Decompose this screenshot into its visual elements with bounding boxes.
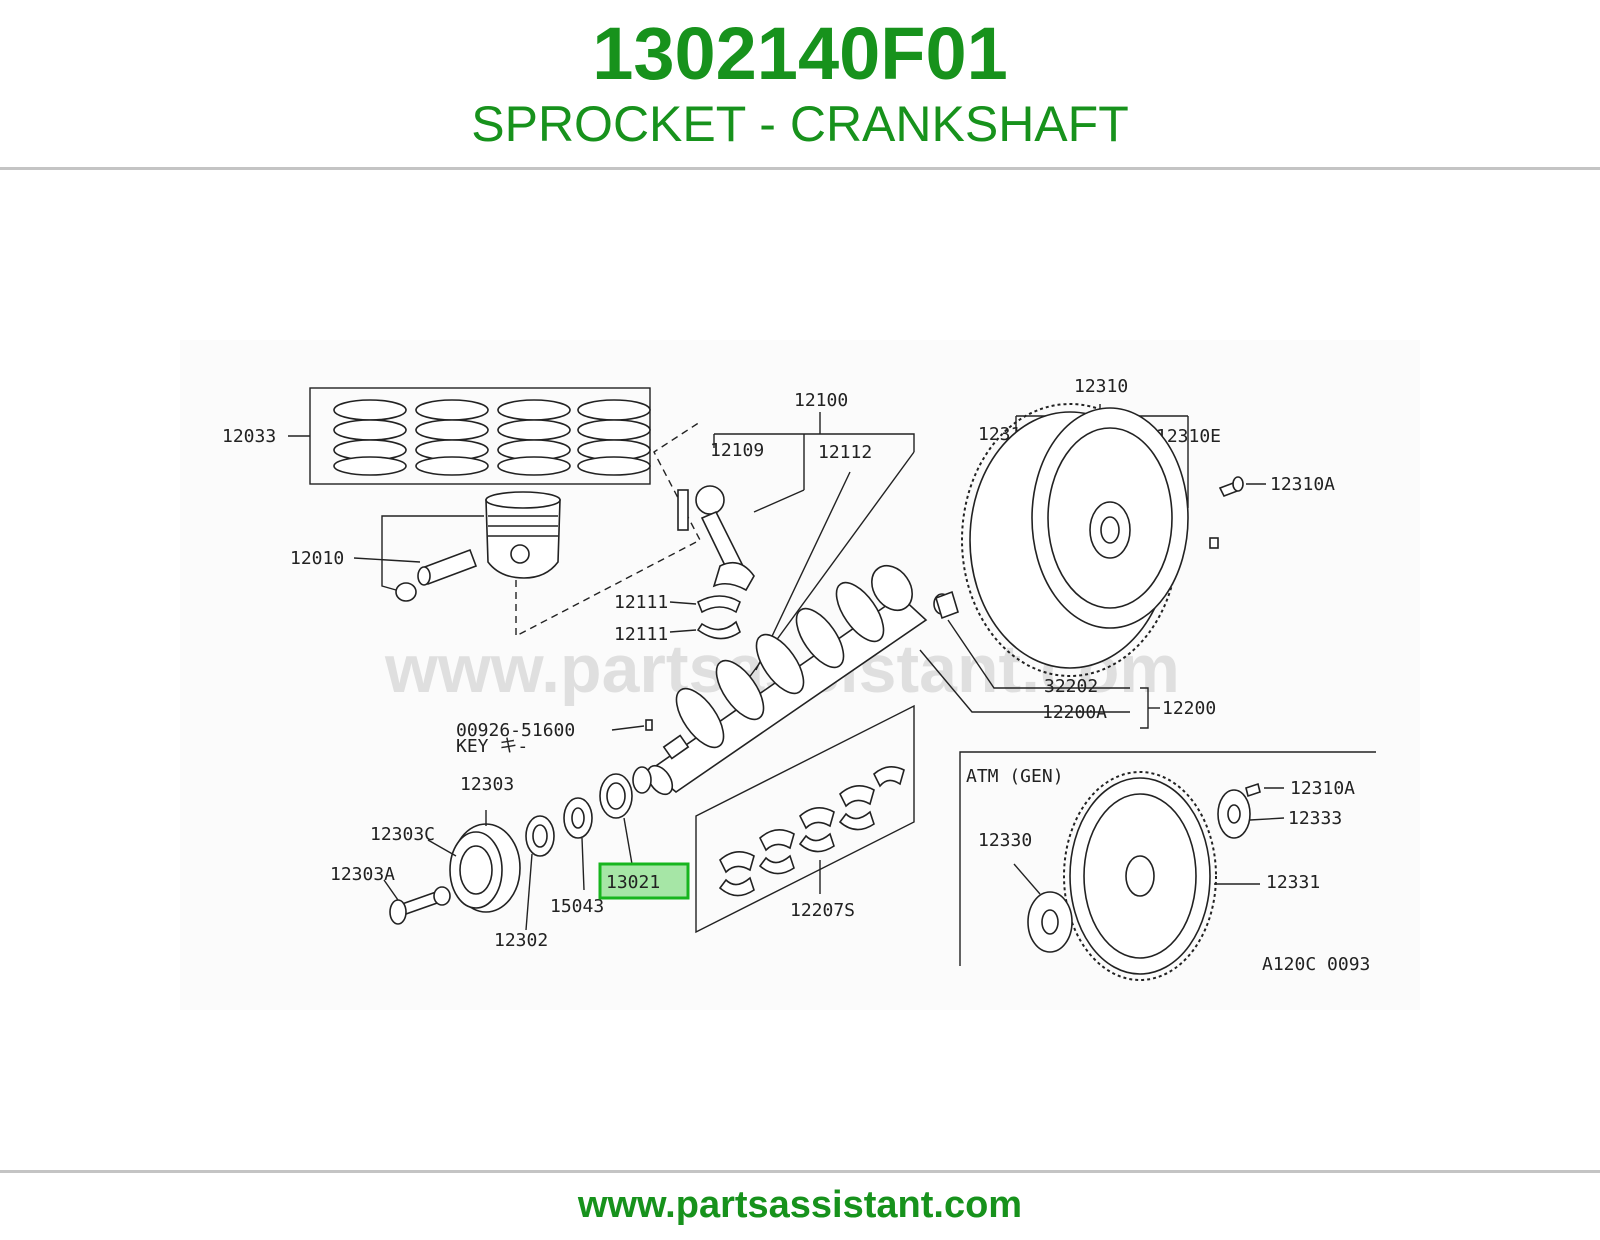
callout-12310A-atm[interactable]: 12310A [1290,778,1355,799]
main-bearings-set[interactable] [718,766,905,897]
oil-pump-drive-gear[interactable] [563,797,593,839]
callout-12033[interactable]: 12033 [222,426,276,447]
callout-12302[interactable]: 12302 [494,930,548,951]
drawing-code: A120C 0093 [1262,954,1370,975]
callout-12112[interactable]: 12112 [818,442,872,463]
drive-plate-bolt[interactable] [1245,782,1261,798]
connecting-rod[interactable] [677,485,755,592]
pilot-bushing[interactable] [933,590,959,620]
callout-15043[interactable]: 15043 [550,896,604,917]
callout-12333[interactable]: 12333 [1288,808,1342,829]
drive-plate-spacer[interactable] [1027,891,1073,953]
callout-12100[interactable]: 12100 [794,390,848,411]
atm-inset-label: ATM (GEN) [966,766,1064,787]
drive-plate[interactable] [1063,771,1217,981]
footer-divider [0,1170,1600,1173]
callout-12111-lower[interactable]: 12111 [614,624,668,645]
callout-12111-upper[interactable]: 12111 [614,592,668,613]
callout-12331[interactable]: 12331 [1266,872,1320,893]
crankshaft-sprocket[interactable] [599,766,652,819]
callout-12310A[interactable]: 12310A [1270,474,1335,495]
callout-12200[interactable]: 12200 [1162,698,1216,719]
flywheel[interactable] [1031,407,1189,629]
flywheel-bolt[interactable] [1218,476,1244,498]
pulley-washer[interactable] [433,886,451,906]
key-label: KEY キ- [456,736,528,757]
atm-inset-frame [959,751,1376,966]
piston-pin[interactable] [417,548,478,586]
crank-pulley[interactable] [449,823,521,913]
callout-12303A[interactable]: 12303A [330,864,395,885]
callout-00926-51600[interactable]: 00926-51600 [456,720,575,741]
callout-12310[interactable]: 12310 [1074,376,1128,397]
woodruff-key[interactable] [645,719,653,731]
reinforcement-plate[interactable] [1217,789,1251,839]
diagram-canvas: www.partsassistant.com 12033 [222,376,1376,981]
main-bearings-box [695,704,915,934]
callout-12330[interactable]: 12330 [978,830,1032,851]
piston[interactable] [485,491,561,579]
pulley-bolt[interactable] [389,890,442,925]
crankshaft[interactable] [643,558,928,799]
callout-12109[interactable]: 12109 [710,440,764,461]
callout-13021-highlighted[interactable]: 13021 [606,872,660,893]
callout-32202[interactable]: 32202 [1044,676,1098,697]
callout-12010[interactable]: 12010 [290,548,344,569]
piston-pin-clip[interactable] [395,582,417,602]
highlighted-part-box[interactable] [598,862,690,900]
con-rod-bearing-lower[interactable] [696,620,741,640]
callout-12303[interactable]: 12303 [460,774,514,795]
part-name-subtitle: SPROCKET - CRANKSHAFT [471,96,1129,152]
callout-12310E[interactable]: 12310E [1156,426,1221,447]
footer-website-link[interactable]: www.partsassistant.com [577,1184,1023,1226]
callout-12207S[interactable]: 12207S [790,900,855,921]
exploded-parts-diagram: www.partsassistant.com 12033 [180,340,1420,1010]
callout-12200A[interactable]: 12200A [1042,702,1107,723]
header-divider [0,167,1600,170]
con-rod-bearing-upper[interactable] [696,595,741,614]
page-header: 1302140F01 SPROCKET - CRANKSHAFT [0,0,1600,168]
front-oil-seal[interactable] [525,815,555,857]
dowel-pin[interactable] [1209,537,1219,549]
callout-12303C[interactable]: 12303C [370,824,435,845]
piston-rings-set[interactable] [309,387,651,485]
part-number-title: 1302140F01 [592,12,1008,95]
